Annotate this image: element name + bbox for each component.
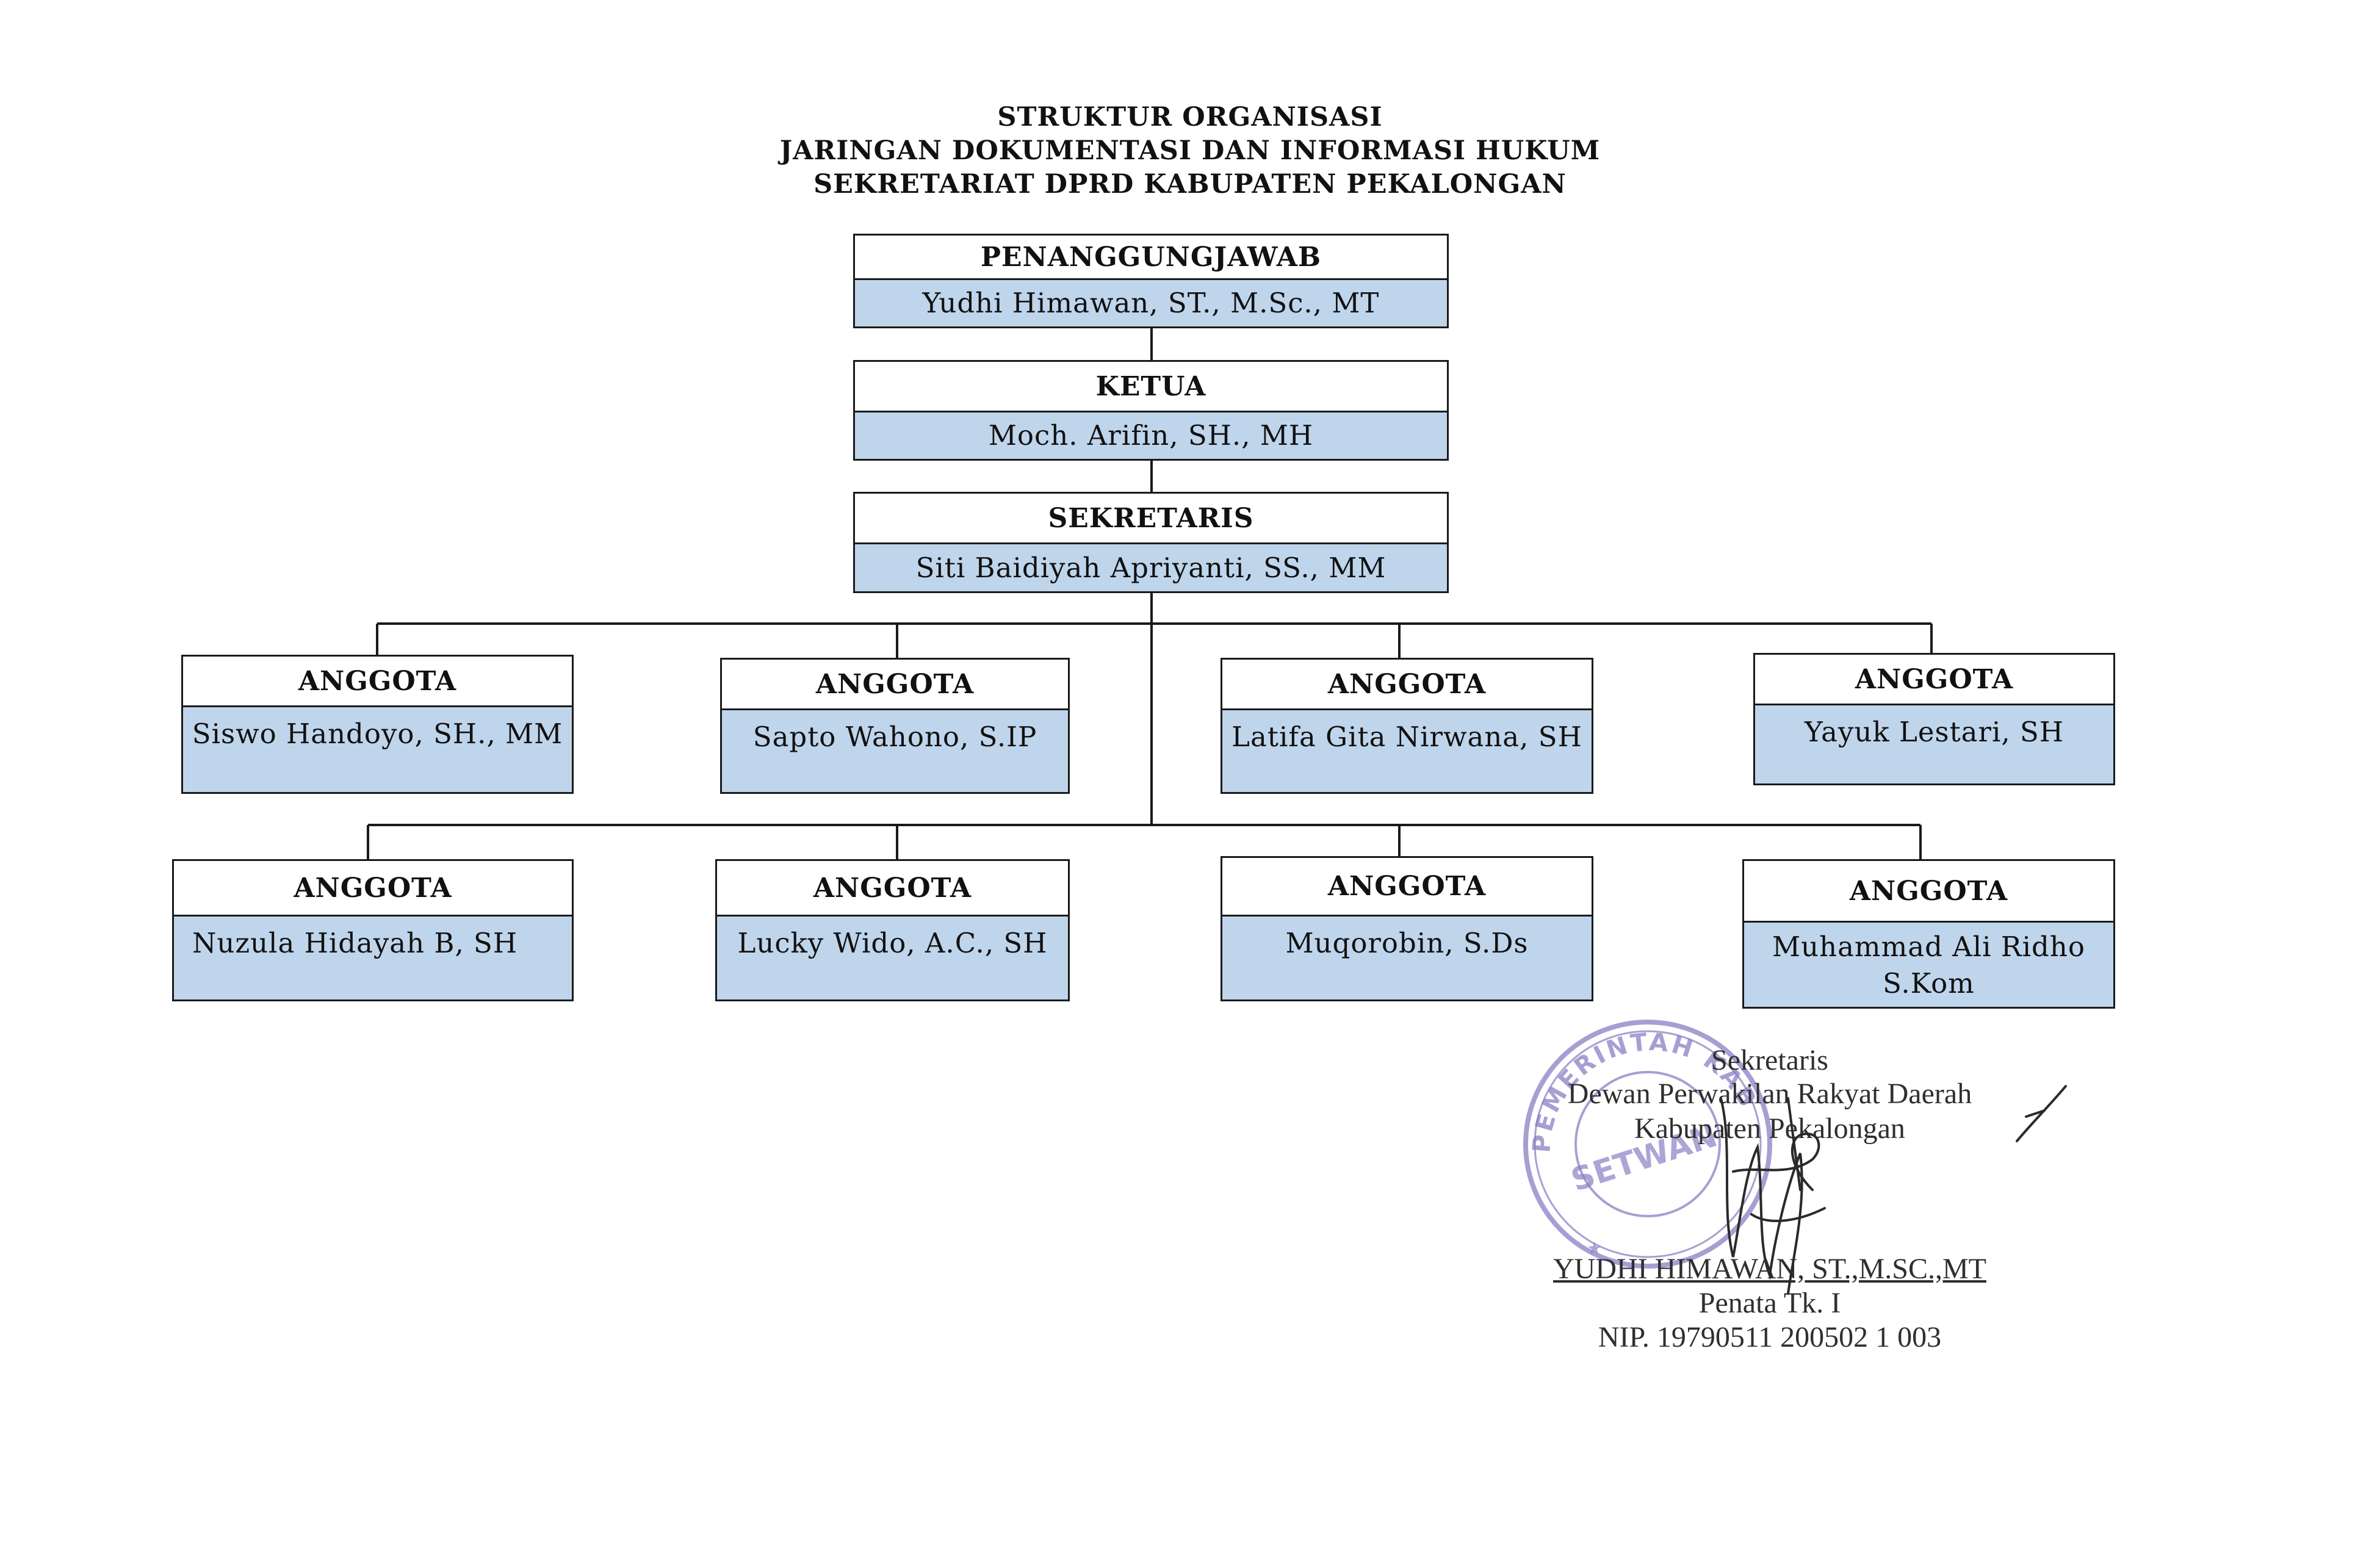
title-line-1: STRUKTUR ORGANISASI [997,102,1383,132]
person-name: Siswo Handoyo, SH., MM [192,718,563,750]
signature-institution: Dewan Perwakilan Rakyat Daerah [1567,1078,1972,1110]
person-name: Nuzula Hidayah B, SH [192,927,518,959]
person-name-line-1: Muhammad Ali Ridho [1772,931,2085,963]
person-name-line-2: S.Kom [1883,967,1975,1000]
role-label: PENANGGUNGJAWAB [855,236,1447,280]
person-name: Muhammad Ali Ridho S.Kom [1744,923,2113,1002]
person-name: Muqorobin, S.Ds [1285,927,1529,959]
box-penanggungjawab: PENANGGUNGJAWAB Yudhi Himawan, ST., M.Sc… [853,234,1449,328]
box-anggota-6: ANGGOTA Lucky Wido, A.C., SH [715,859,1070,1001]
role-label: ANGGOTA [1744,861,2113,923]
person-name: Yudhi Himawan, ST., M.Sc., MT [922,287,1380,319]
signer-nip: NIP. 19790511 200502 1 003 [1598,1321,1942,1353]
box-anggota-5: ANGGOTA Nuzula Hidayah B, SH [172,859,574,1001]
box-sekretaris: SEKRETARIS Siti Baidiyah Apriyanti, SS.,… [853,492,1449,593]
role-label: ANGGOTA [1222,660,1592,710]
person-name: Latifa Gita Nirwana, SH [1231,721,1582,753]
role-label: KETUA [855,362,1447,412]
signer-rank: Penata Tk. I [1698,1287,1841,1319]
person-name: Yayuk Lestari, SH [1804,716,2064,748]
box-ketua: KETUA Moch. Arifin, SH., MH [853,360,1449,461]
person-name: Lucky Wido, A.C., SH [737,927,1048,959]
role-label: ANGGOTA [1222,858,1592,917]
handwritten-signature [1720,1097,1826,1295]
title-line-2: JARINGAN DOKUMENTASI DAN INFORMASI HUKUM [779,135,1601,166]
role-label: ANGGOTA [1755,655,2113,705]
box-anggota-8: ANGGOTA Muhammad Ali Ridho S.Kom [1742,859,2115,1009]
box-anggota-4: ANGGOTA Yayuk Lestari, SH [1753,653,2115,785]
role-label: ANGGOTA [174,861,572,917]
role-label: ANGGOTA [717,861,1068,917]
person-name: Moch. Arifin, SH., MH [988,419,1314,452]
box-anggota-2: ANGGOTA Sapto Wahono, S.IP [720,658,1070,794]
signature-position: Sekretaris [1711,1044,1828,1076]
role-label: SEKRETARIS [855,494,1447,544]
title-line-3: SEKRETARIAT DPRD KABUPATEN PEKALONGAN [813,169,1567,200]
box-anggota-1: ANGGOTA Siswo Handoyo, SH., MM [181,655,574,794]
svg-text:★: ★ [1587,1238,1602,1258]
official-stamp: PEMERINTAH KABUPATEN SETWAN ★ [1507,1013,1772,1269]
role-label: ANGGOTA [722,660,1068,710]
role-label: ANGGOTA [183,657,572,707]
signature-flourish [2016,1085,2067,1142]
person-name: Siti Baidiyah Apriyanti, SS., MM [915,551,1387,584]
box-anggota-7: ANGGOTA Muqorobin, S.Ds [1221,856,1593,1001]
box-anggota-3: ANGGOTA Latifa Gita Nirwana, SH [1221,658,1593,794]
signature-region: Kabupaten Pekalongan [1634,1112,1905,1145]
person-name: Sapto Wahono, S.IP [752,721,1037,753]
